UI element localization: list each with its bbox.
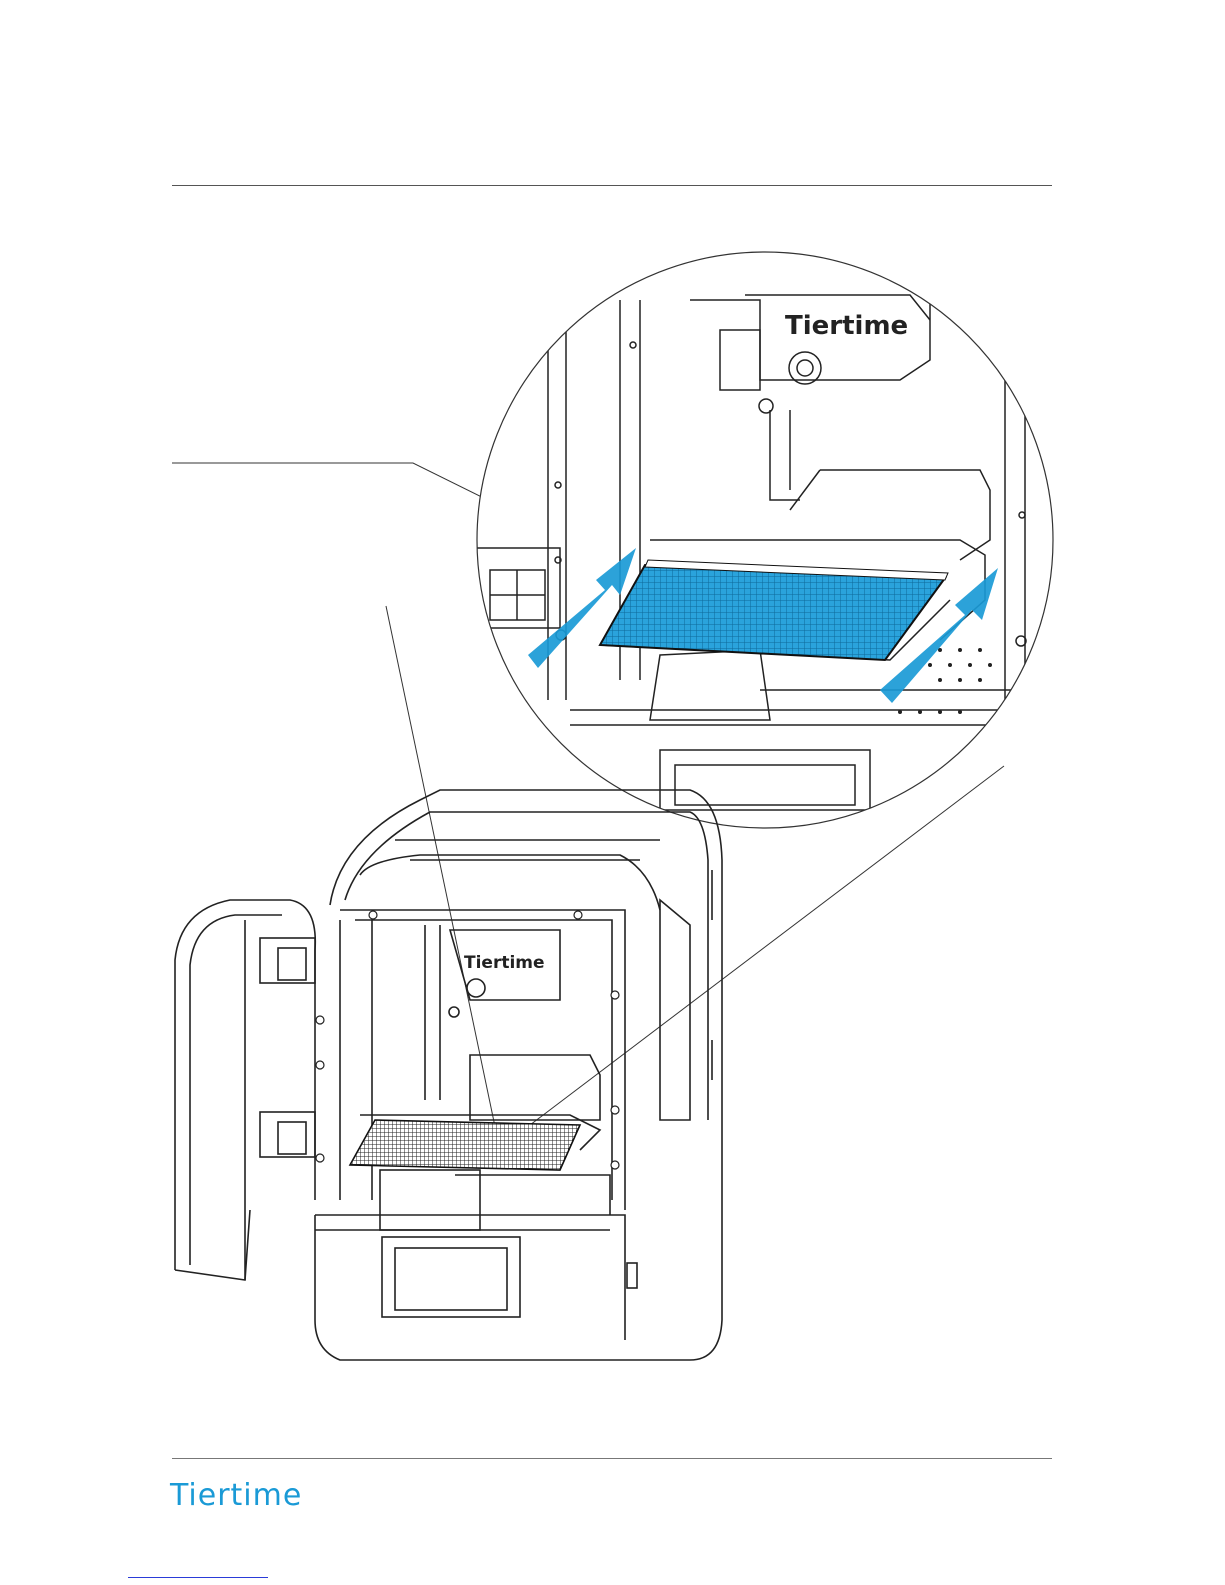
build-plate-highlighted <box>600 565 945 660</box>
footer-brand-text: Tiertime <box>170 1478 302 1513</box>
footer-brand-logo: Tiertime <box>170 1478 302 1513</box>
footer-rule <box>172 1458 1052 1459</box>
printer-brand-label: Tiertime <box>464 953 545 973</box>
footer-link-underline[interactable] <box>128 1577 268 1578</box>
build-plate <box>350 1120 580 1170</box>
printer-body <box>175 790 722 1360</box>
zoom-brand-label: Tiertime <box>785 311 908 341</box>
